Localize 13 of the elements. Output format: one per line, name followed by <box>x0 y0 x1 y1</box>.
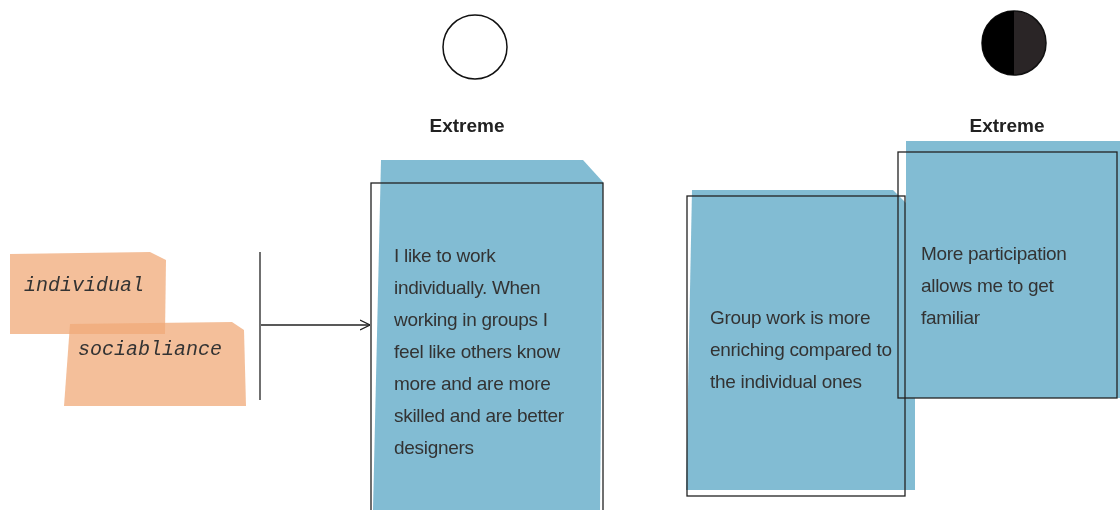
note-text: individual <box>24 274 145 297</box>
half-filled-circle <box>981 10 1047 76</box>
card-text: More participation allows me to get familiar <box>921 242 1068 330</box>
note-text: sociabliance <box>78 338 223 361</box>
card-text: Group work is more enriching compared to the individual ones <box>710 306 893 394</box>
heading: Extreme <box>968 115 1046 137</box>
heading: Extreme <box>428 115 506 137</box>
arrow <box>260 319 371 331</box>
note-card <box>685 190 916 497</box>
empty-circle <box>442 14 508 80</box>
sticky-note <box>64 322 246 406</box>
sticky-note <box>10 252 166 334</box>
card-text: I like to work individually. When working in groups I feel like others know more and are more skilled and are better designers <box>394 244 565 460</box>
